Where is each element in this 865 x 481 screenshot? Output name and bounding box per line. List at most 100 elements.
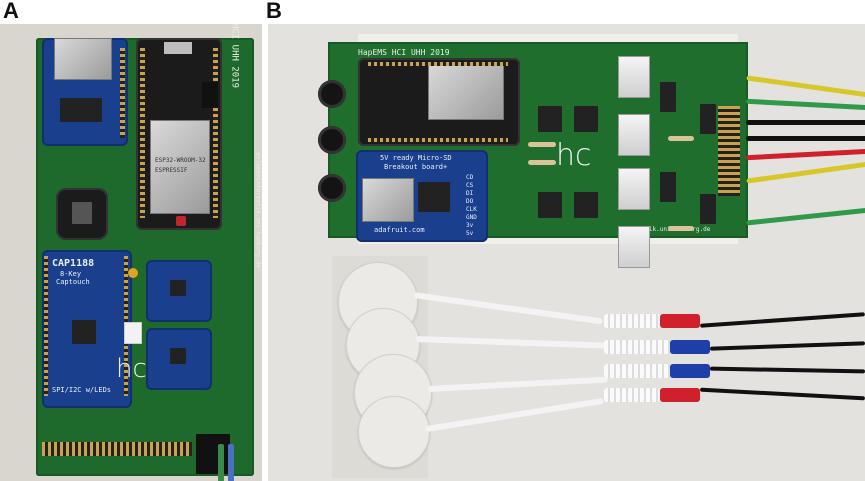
- silkscreen-email: erlaeb@informatik.uni-hamburg.de: [255, 152, 262, 268]
- usb-port: [164, 42, 192, 54]
- sd-title: 5V ready Micro-SD: [380, 154, 452, 162]
- cap-subtitle1: 8-Key: [60, 270, 82, 278]
- electrode-pad: [358, 396, 430, 468]
- sensor-board-lower: [146, 328, 212, 390]
- wire-black: [746, 120, 865, 125]
- esp32-feather-board: [358, 58, 520, 146]
- sd-breakout-board: [42, 38, 128, 146]
- audio-jack: [318, 126, 346, 154]
- sd-pin-label: CS: [466, 182, 474, 189]
- esp32-module: [428, 64, 504, 120]
- cap-footer: SPI/I2C w/LEDs: [52, 386, 112, 394]
- output-pin-header: [718, 106, 740, 196]
- sd-pin-label: DI: [466, 190, 474, 197]
- heatsink: [618, 168, 650, 210]
- electrode-lead: [413, 292, 603, 325]
- sd-pin-label: CLK: [466, 206, 477, 213]
- ic-chip: [700, 194, 716, 224]
- esp-sub-label: ESPRESSIF: [155, 167, 188, 174]
- pin-header: [44, 256, 48, 396]
- connector-red: [660, 314, 700, 328]
- wire-yellow: [746, 75, 865, 98]
- chip: [170, 280, 186, 296]
- audio-jack: [318, 80, 346, 108]
- esp32-module: ESP32-WROOM-32 ESPRESSIF: [150, 120, 210, 214]
- connector-sleeve: [604, 314, 660, 328]
- ic-chip: [574, 192, 598, 218]
- connector-blue: [670, 364, 710, 378]
- connector-sleeve: [604, 340, 670, 354]
- sd-pin-label: CD: [466, 174, 474, 181]
- sensor-board-upper: [146, 260, 212, 322]
- ic-chip: [574, 106, 598, 132]
- wire-yellow: [746, 161, 865, 184]
- cable: [218, 444, 224, 481]
- wire-red: [745, 148, 865, 161]
- connector-red: [660, 388, 700, 402]
- pcb-main-board: HapFingers HCI UHH 2019 erlaeb@informati…: [36, 24, 262, 476]
- cable: [228, 444, 234, 481]
- hc-logo: hc: [556, 138, 592, 173]
- photo-hapfingers-board: HapFingers HCI UHH 2019 erlaeb@informati…: [0, 24, 262, 481]
- sd-subtitle: Breakout board+: [384, 163, 448, 171]
- wire-black: [700, 312, 865, 328]
- brand-label: adafruit.com: [374, 226, 425, 234]
- ic-chip: [538, 106, 562, 132]
- connector-sleeve: [604, 364, 670, 378]
- heatsink: [618, 56, 650, 98]
- audio-jack: [318, 174, 346, 202]
- sd-pin-labels: CD CS DI DO CLK GND 3v 5v: [466, 174, 477, 238]
- pin-header: [368, 138, 508, 142]
- sd-pin-label: 3v: [466, 222, 474, 229]
- photo-hapems-board: HapEMS HCI UHH 2019 informatik.uni-hambu…: [268, 24, 865, 481]
- pin-header-right: [213, 48, 218, 218]
- cap-title: CAP1188: [52, 258, 95, 269]
- pin-header: [120, 48, 125, 138]
- sensor-board-small: [56, 188, 108, 240]
- heatsink: [618, 226, 650, 268]
- cap-chip: [72, 320, 96, 344]
- pcb-ems-board: HapEMS HCI UHH 2019 informatik.uni-hambu…: [328, 42, 748, 268]
- ic-chip: [660, 82, 676, 112]
- reset-button: [176, 216, 186, 226]
- esp32-feather-board: ESP32-WROOM-32 ESPRESSIF: [136, 38, 222, 230]
- ic-chip: [538, 192, 562, 218]
- sd-card-slot: [362, 178, 414, 222]
- resistor: [528, 142, 556, 147]
- electrode-lead: [415, 336, 606, 349]
- sd-card-slot: [54, 38, 112, 80]
- resistor: [668, 136, 694, 141]
- electrode-lead: [427, 376, 608, 392]
- cap-subtitle2: Captouch: [56, 278, 90, 286]
- silkscreen-email: informatik.uni-hamburg.de: [620, 226, 711, 233]
- hc-logo: hc: [116, 354, 147, 384]
- connector-blue: [670, 340, 710, 354]
- esp-label: ESP32-WROOM-32: [155, 157, 206, 164]
- chip: [170, 348, 186, 364]
- chip: [60, 98, 102, 122]
- pin-header: [368, 62, 508, 66]
- silkscreen-title: HapFingers HCI UHH 2019: [230, 24, 240, 88]
- panel-label-a: A: [3, 0, 19, 23]
- bottom-pin-header: [42, 442, 192, 456]
- resistor: [668, 226, 694, 231]
- wire-green: [746, 207, 865, 226]
- header-connector: [196, 434, 230, 474]
- heatsink: [618, 114, 650, 156]
- white-connector: [124, 322, 142, 344]
- sd-pin-label: 5v: [466, 230, 474, 237]
- chip: [72, 202, 92, 224]
- silkscreen-title: HapEMS HCI UHH 2019: [358, 48, 450, 57]
- wire-black: [709, 341, 865, 351]
- cap1188-breakout-board: CAP1188 8-Key Captouch SPI/I2C w/LEDs: [42, 250, 132, 408]
- jst-connector: [202, 82, 218, 108]
- wire-black: [700, 387, 865, 401]
- pin-header-left: [140, 48, 145, 218]
- micro-sd-breakout-board: 5V ready Micro-SD Breakout board+ adafru…: [356, 150, 488, 242]
- wire-black: [746, 136, 865, 141]
- sd-pin-label: DO: [466, 198, 474, 205]
- electrode-lead: [425, 397, 605, 432]
- panel-label-b: B: [266, 0, 282, 23]
- wire-green: [745, 98, 865, 111]
- ic-chip: [660, 172, 676, 202]
